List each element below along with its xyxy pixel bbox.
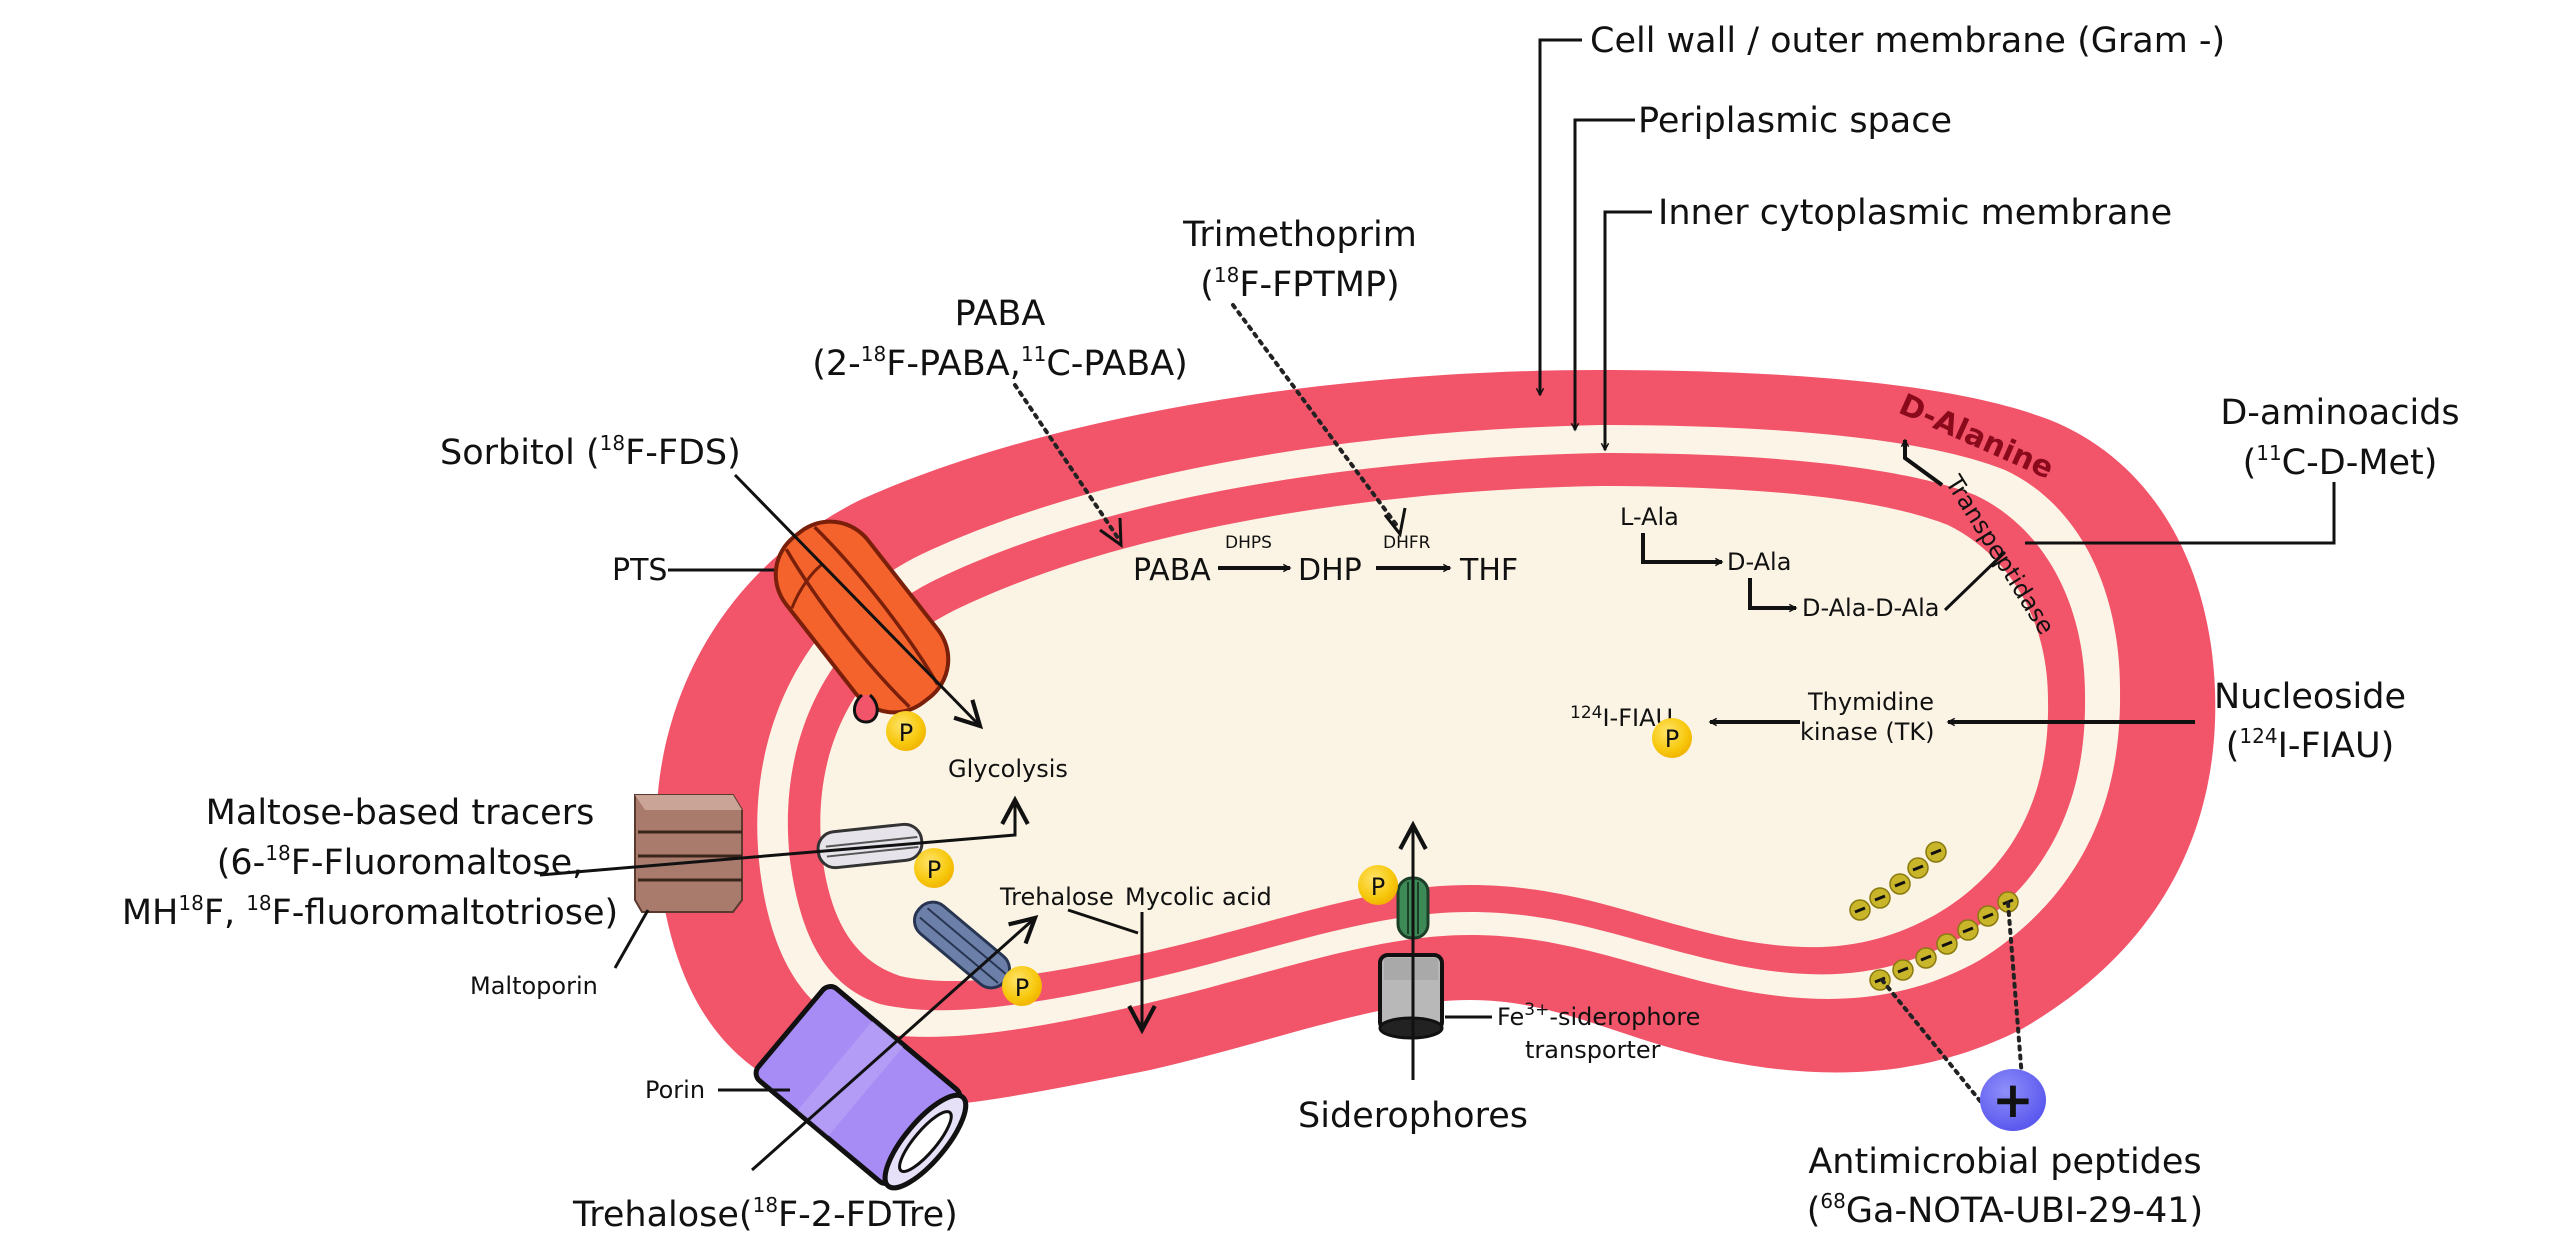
paba-label: PABA xyxy=(955,294,1046,334)
nucleoside-compound: (124I-FIAU) xyxy=(2226,724,2394,766)
siderophore-tracer: P Fe3+-siderophore transporter Sideropho… xyxy=(1298,820,1700,1136)
svg-text:P: P xyxy=(1371,873,1385,901)
paba-dotted-arrow xyxy=(1013,383,1120,540)
enzyme-dhfr: DHFR xyxy=(1383,533,1431,553)
negative-charge-sign xyxy=(1930,848,1942,856)
thymidine-kinase-label-1: Thymidine xyxy=(1807,688,1934,716)
pts-transporter xyxy=(773,519,951,715)
maltose-tracer: Maltose-based tracers (6-18F-Fluoromalto… xyxy=(122,793,1030,1000)
trimethoprim-dotted-arrow xyxy=(1231,303,1400,529)
paba-tracer: PABA (2-18F-PABA,11C-PABA) xyxy=(812,294,1188,548)
transpeptidase-to-d-alanine-arrow xyxy=(1905,440,1944,487)
trehalose-tracer: Porin P Trehalose(18F-2-FDTre) Trehalose… xyxy=(572,883,1272,1235)
negative-charge-sign xyxy=(1941,940,1953,948)
negative-charge-sign xyxy=(1962,926,1974,934)
nucleoside-tracer: Nucleoside (124I-FIAU) Thymidine kinase … xyxy=(1570,677,2406,766)
svg-text:P: P xyxy=(899,719,913,747)
antimicrobial-peptide-tracer: + Antimicrobial peptides (68Ga-NOTA-UBI-… xyxy=(1807,841,2203,1231)
folate-pathway: PABA DHPS DHP DHFR THF xyxy=(1133,533,1518,588)
maltose-label-3: MH18F, 18F-fluoromaltotriose) xyxy=(122,891,618,933)
maltoporin-channel xyxy=(634,794,743,913)
siderophores-label: Siderophores xyxy=(1298,1096,1528,1136)
fe-siderophore-transporter xyxy=(1378,953,1444,1040)
trehalose-inner-transporter xyxy=(912,900,1012,990)
paba-compound: (2-18F-PABA,11C-PABA) xyxy=(812,342,1188,384)
pathway-dhp: DHP xyxy=(1298,553,1362,588)
negative-charge-sign xyxy=(1897,966,1909,974)
dipeptide-to-transpeptidase-line xyxy=(1943,550,2007,612)
negative-charge-sign xyxy=(1982,912,1994,920)
d-aminoacids-tracer: D-aminoacids (11C-D-Met) xyxy=(2025,393,2460,545)
phosphate-fiau: P xyxy=(1652,718,1692,758)
svg-text:P: P xyxy=(1665,725,1679,753)
enzyme-dhps: DHPS xyxy=(1225,533,1272,553)
l-ala-to-d-ala-arrow xyxy=(1641,533,1722,562)
cell-wall-label: Cell wall / outer membrane (Gram -) xyxy=(1590,21,2225,61)
maltose-entry-arrow xyxy=(539,795,1030,877)
negative-charge-sign xyxy=(1912,864,1924,872)
svg-text:P: P xyxy=(927,856,941,884)
l-ala-label: L-Ala xyxy=(1620,503,1679,531)
pathway-thf: THF xyxy=(1459,553,1518,588)
periplasmic-space-label: Periplasmic space xyxy=(1638,101,1952,141)
periplasmic-pointer xyxy=(1575,118,1635,430)
phosphate-pts: P xyxy=(886,711,926,751)
trehalose-pathway-label: Trehalose xyxy=(999,883,1114,911)
antimicrobial-label-2: (68Ga-NOTA-UBI-29-41) xyxy=(1807,1189,2203,1231)
cell-wall-pointer xyxy=(1540,38,1582,395)
negative-charge-sign xyxy=(1894,880,1906,888)
porin-channel xyxy=(753,984,969,1191)
antimicrobial-label-1: Antimicrobial peptides xyxy=(1808,1142,2201,1182)
cytoplasm xyxy=(820,486,2049,982)
cell-body xyxy=(656,370,2216,1109)
d-aminoacids-label: D-aminoacids xyxy=(2220,393,2459,433)
svg-text:P: P xyxy=(1015,974,1029,1002)
amp-dotted-line-right xyxy=(2006,901,2024,1080)
trimethoprim-tracer: Trimethoprim (18F-FPTMP) xyxy=(1182,215,1417,538)
trimethoprim-arrowhead xyxy=(1383,507,1407,538)
glycolysis-label: Glycolysis xyxy=(948,755,1068,783)
negative-charge-sign xyxy=(1854,906,1866,914)
d-ala-d-ala-label: D-Ala-D-Ala xyxy=(1802,594,1939,622)
d-aminoacids-compound: (11C-D-Met) xyxy=(2243,441,2438,483)
d-aminoacids-pointer xyxy=(2025,482,2336,545)
paba-arrowhead xyxy=(1099,517,1123,548)
inner-membrane-pointer xyxy=(1605,210,1652,450)
alanine-pathway: L-Ala D-Ala D-Ala-D-Ala xyxy=(1620,503,2007,622)
porin-label: Porin xyxy=(645,1076,705,1104)
maltoporin-pointer xyxy=(613,909,650,969)
amp-dotted-line-left xyxy=(1880,978,1987,1109)
trimethoprim-label: Trimethoprim xyxy=(1182,215,1417,255)
trimethoprim-compound: (18F-FPTMP) xyxy=(1200,263,1399,305)
maltose-label-2: (6-18F-Fluoromaltose, xyxy=(217,841,584,883)
sorbitol-entry-arrow xyxy=(733,473,984,730)
pts-label: PTS xyxy=(612,553,667,588)
negative-charge-sign xyxy=(1920,954,1932,962)
negative-charge-sign xyxy=(1874,894,1886,902)
d-ala-to-dipeptide-arrow xyxy=(1748,578,1796,608)
fe-transporter-label-2: transporter xyxy=(1525,1036,1661,1064)
fe-transporter-label-1: Fe3+-siderophore xyxy=(1497,1000,1700,1031)
maltose-label-1: Maltose-based tracers xyxy=(206,793,595,833)
phosphate-maltose: P xyxy=(914,848,954,888)
trehalose-entry-arrow xyxy=(751,915,1039,1172)
phosphate-trehalose: P xyxy=(1002,966,1042,1006)
layer-callouts: Cell wall / outer membrane (Gram -) Peri… xyxy=(1540,21,2225,450)
maltoporin-label: Maltoporin xyxy=(470,972,598,1000)
inner-membrane-label: Inner cytoplasmic membrane xyxy=(1658,193,2172,233)
mycolic-acid-label: Mycolic acid xyxy=(1125,883,1272,911)
positive-charge-peptide: + xyxy=(1980,1069,2046,1131)
nucleoside-label: Nucleoside xyxy=(2214,677,2406,717)
svg-text:+: + xyxy=(1992,1071,2034,1129)
pathway-paba: PABA xyxy=(1133,553,1211,588)
sorbitol-label: Sorbitol (18F-FDS) xyxy=(440,431,741,473)
sorbitol-tracer: Sorbitol (18F-FDS) PTS P Glycolysis xyxy=(440,431,1068,783)
d-ala-label: D-Ala xyxy=(1727,548,1791,576)
phosphate-siderophore: P xyxy=(1358,865,1398,905)
trehalose-to-mycolic-line xyxy=(1067,908,1139,935)
trehalose-label: Trehalose(18F-2-FDTre) xyxy=(572,1193,958,1235)
thymidine-kinase-label-2: kinase (TK) xyxy=(1800,718,1935,746)
